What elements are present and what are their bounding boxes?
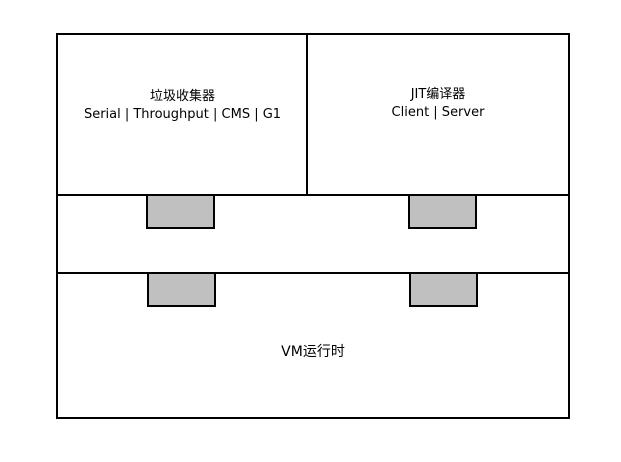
gc-title: 垃圾收集器: [149, 89, 215, 104]
jit-title: JIT编译器: [410, 87, 466, 102]
gc-box: [56, 33, 309, 196]
jit-connector-bottom: [409, 272, 478, 307]
gc-options: Serial | Throughput | CMS | G1: [83, 107, 282, 122]
jit-connector-top: [408, 194, 477, 229]
runtime-box: [56, 272, 570, 419]
interface-band: [56, 194, 570, 274]
gc-connector-top: [146, 194, 215, 229]
runtime-title: VM运行时: [281, 344, 345, 360]
jit-options: Client | Server: [391, 105, 485, 120]
gc-connector-bottom: [147, 272, 216, 307]
